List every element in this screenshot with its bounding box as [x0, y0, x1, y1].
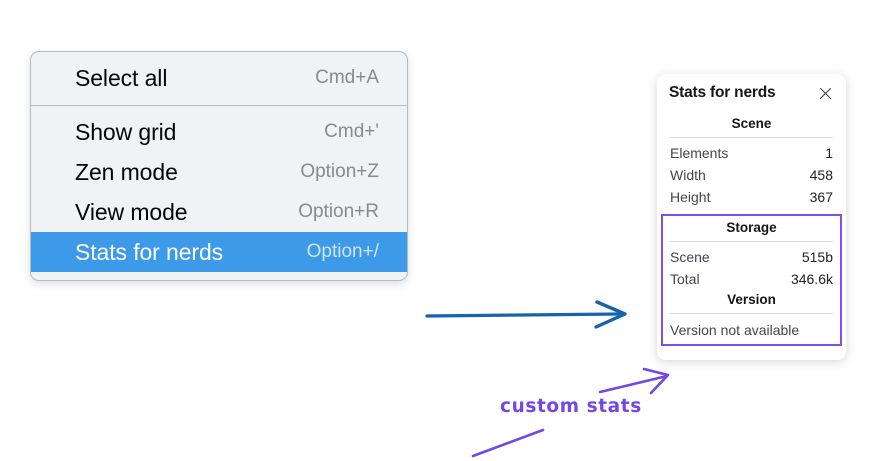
menu-separator: [31, 105, 407, 106]
stat-row: Height 367: [669, 186, 834, 208]
menu-item-shortcut: Cmd+A: [315, 67, 379, 88]
stat-value: 346.6k: [790, 271, 833, 287]
menu-item-view-mode[interactable]: View mode Option+R: [31, 192, 407, 232]
stat-row: Elements 1: [669, 142, 834, 164]
stat-value: 367: [809, 189, 833, 205]
menu-item-label: Show grid: [75, 118, 177, 145]
menu-item-select-all[interactable]: Select all Cmd+A: [31, 58, 407, 98]
divider: [670, 137, 833, 138]
menu-item-label: Stats for nerds: [75, 238, 224, 265]
scene-section-heading: Scene: [731, 116, 772, 131]
version-section-heading: Version: [727, 292, 776, 307]
divider: [670, 241, 833, 242]
storage-section: Storage Scene 515b Total 346.6k: [669, 218, 834, 290]
stats-for-nerds-panel: Stats for nerds Scene Elements 1 Width 4…: [657, 74, 846, 360]
menu-group-2: Show grid Cmd+' Zen mode Option+Z View m…: [31, 112, 407, 272]
stat-label: Scene: [670, 249, 710, 265]
custom-stats-annotation-label: custom stats: [500, 396, 642, 417]
stat-value: 515b: [801, 249, 833, 265]
stat-label: Total: [670, 271, 700, 287]
stat-value: 458: [809, 167, 833, 183]
storage-section-heading: Storage: [726, 220, 777, 235]
version-text: Version not available: [670, 322, 800, 338]
menu-item-stats-for-nerds[interactable]: Stats for nerds Option+/: [31, 232, 407, 272]
blue-arrow: [425, 300, 627, 329]
custom-stats-highlight-group: Storage Scene 515b Total 346.6k Version …: [661, 214, 842, 346]
menu-item-label: View mode: [75, 198, 188, 225]
stat-row: Scene 515b: [669, 246, 834, 268]
menu-item-show-grid[interactable]: Show grid Cmd+': [31, 112, 407, 152]
stats-panel-title: Stats for nerds: [669, 84, 776, 101]
context-menu[interactable]: Select all Cmd+A Show grid Cmd+' Zen mod…: [30, 51, 408, 281]
menu-group-1: Select all Cmd+A: [31, 58, 407, 98]
menu-item-zen-mode[interactable]: Zen mode Option+Z: [31, 152, 407, 192]
divider: [670, 313, 833, 314]
purple-underline-stroke: [471, 428, 545, 458]
menu-item-shortcut: Cmd+': [324, 121, 379, 142]
purple-arrow: [598, 367, 670, 395]
version-section: Version Version not available: [669, 290, 834, 340]
stat-value: 1: [825, 145, 833, 161]
menu-item-shortcut: Option+Z: [300, 161, 379, 182]
stat-row: Width 458: [669, 164, 834, 186]
menu-item-shortcut: Option+/: [306, 241, 379, 262]
menu-item-label: Zen mode: [75, 158, 178, 185]
stat-label: Height: [670, 189, 711, 205]
stat-label: Width: [670, 167, 706, 183]
close-icon[interactable]: [817, 85, 834, 102]
stats-panel-header: Stats for nerds: [669, 84, 834, 102]
menu-item-label: Select all: [75, 64, 168, 91]
menu-item-shortcut: Option+R: [298, 201, 379, 222]
stat-row: Total 346.6k: [669, 268, 834, 290]
scene-section: Scene Elements 1 Width 458 Height 367: [669, 114, 834, 208]
stat-label: Elements: [670, 145, 729, 161]
